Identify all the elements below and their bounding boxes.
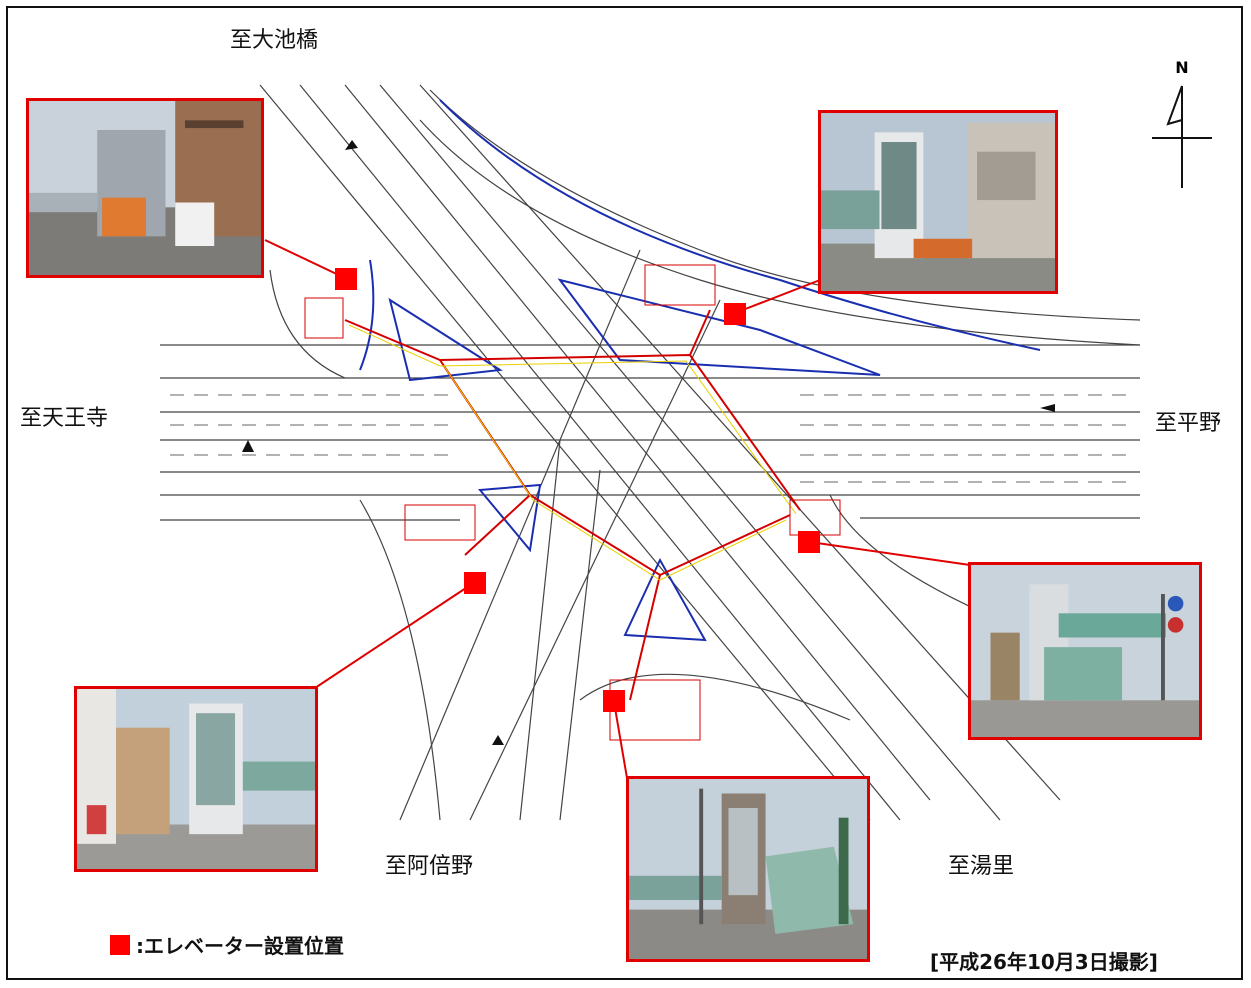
north-label: N [1175, 58, 1189, 77]
elevator-marker-northwest[interactable] [335, 268, 357, 290]
direction-north-label: 至大池橋 [230, 28, 319, 53]
direction-southeast-label: 至湯里 [948, 854, 1015, 879]
direction-east-label: 至平野 [1155, 411, 1222, 436]
elevator-marker-southwest[interactable] [464, 572, 486, 594]
legend-swatch-icon [110, 934, 130, 955]
elevator-marker-east[interactable] [798, 531, 820, 553]
direction-southwest-label: 至阿倍野 [385, 854, 474, 879]
photo-south [626, 776, 870, 962]
legend: :エレベーター設置位置 [110, 930, 344, 959]
photo-southwest [74, 686, 318, 872]
photo-northwest [26, 98, 264, 278]
legend-label: :エレベーター設置位置 [136, 934, 344, 958]
photo-east [968, 562, 1202, 740]
north-arrow-icon: N [1150, 58, 1214, 190]
elevator-marker-northeast[interactable] [724, 303, 746, 325]
elevator-marker-south[interactable] [603, 690, 625, 712]
photo-northeast [818, 110, 1058, 294]
direction-west-label: 至天王寺 [20, 406, 109, 431]
map-frame [6, 6, 1243, 980]
photo-date-caption: [平成26年10月3日撮影] [930, 950, 1158, 974]
